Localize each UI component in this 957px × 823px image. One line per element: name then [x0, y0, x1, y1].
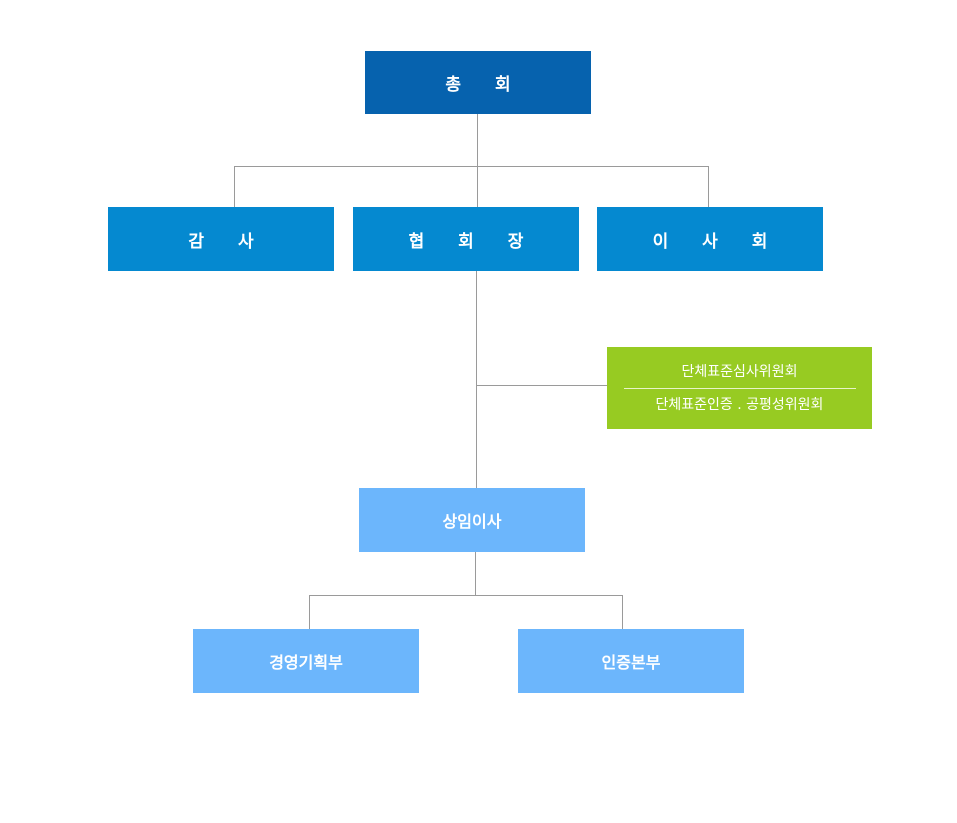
- general-assembly-label: 총 회: [445, 75, 525, 95]
- standing-director-label: 상임이사: [442, 512, 502, 531]
- connector-to-management: [309, 595, 310, 629]
- connector-to-committee: [476, 385, 607, 386]
- connector-director-down: [475, 551, 476, 595]
- connector-to-auditor: [234, 166, 235, 207]
- certification-division-label: 인증본부: [601, 653, 661, 672]
- connector-to-board: [708, 166, 709, 207]
- auditor-label: 감 사: [188, 231, 268, 252]
- committee-divider: [623, 387, 856, 389]
- connector-assembly-down: [477, 113, 478, 166]
- committee-box: 단체표준심사위원회 단체표준인증 . 공평성위원회: [607, 347, 872, 429]
- committee-line2: 단체표준인증 . 공평성위원회: [655, 396, 824, 413]
- management-planning-label: 경영기획부: [269, 653, 343, 672]
- board-box: 이 사 회: [597, 207, 823, 271]
- chairman-label: 협 회 장: [408, 231, 538, 252]
- committee-line1: 단체표준심사위원회: [681, 363, 798, 380]
- connector-chairman-down: [476, 270, 477, 488]
- certification-division-box: 인증본부: [518, 629, 744, 693]
- general-assembly-box: 총 회: [365, 51, 591, 114]
- connector-bottom-horizontal: [309, 595, 623, 596]
- management-planning-box: 경영기획부: [193, 629, 419, 693]
- connector-to-certification: [622, 595, 623, 629]
- connector-top-horizontal: [234, 166, 709, 167]
- standing-director-box: 상임이사: [359, 488, 585, 552]
- auditor-box: 감 사: [108, 207, 334, 271]
- chairman-box: 협 회 장: [353, 207, 579, 271]
- connector-to-chairman: [477, 166, 478, 207]
- board-label: 이 사 회: [652, 231, 782, 252]
